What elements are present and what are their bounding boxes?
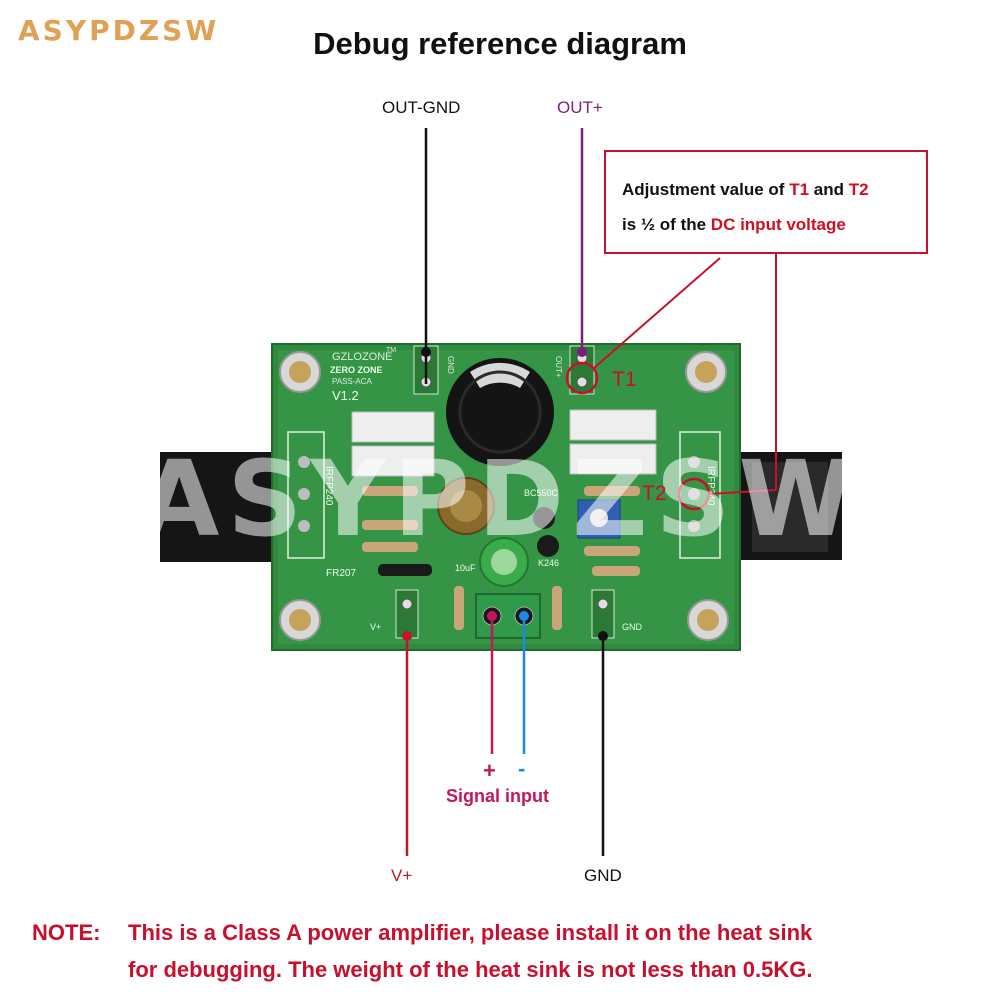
small-resistors xyxy=(362,486,640,630)
right-mosfet-case xyxy=(752,462,828,552)
v-plus-terminal-pad xyxy=(395,589,419,639)
label-out-plus: OUT+ xyxy=(557,98,603,117)
silk-gnd-bottom: GND xyxy=(622,622,643,632)
note-line-2: for debugging. The weight of the heat si… xyxy=(128,957,813,982)
diode xyxy=(378,564,432,576)
transistor1-label: BC550C xyxy=(524,488,559,498)
power-resistor-left-2 xyxy=(351,445,435,477)
transistor-1 xyxy=(533,507,555,529)
silk-out-top: OUT+ xyxy=(554,356,563,378)
left-mosfet-label: IRFP240 xyxy=(323,466,334,506)
dot-gnd xyxy=(598,631,608,641)
dot-signal-plus xyxy=(487,611,497,621)
transistor-2 xyxy=(537,535,559,557)
board-model: GZLOZONE xyxy=(332,351,393,363)
mount-hole-bottom-right xyxy=(687,599,729,641)
cap-label: 10uF xyxy=(455,563,476,573)
left-mosfet-body xyxy=(160,452,278,562)
signal-plus-symbol: + xyxy=(483,758,496,783)
board-brand-line: ZERO ZONE xyxy=(330,365,383,375)
adjustment-line-2: is ½ of the DC input voltage xyxy=(622,215,846,234)
left-mosfet-silk-frame xyxy=(287,431,325,559)
power-resistor-right-2 xyxy=(569,443,657,475)
note-line-1: NOTE:This is a Class A power amplifier, … xyxy=(32,920,813,945)
callout-line-t1 xyxy=(593,257,721,369)
brand-logo: ASYPDZSW xyxy=(18,14,220,47)
board-subtitle: PASS-ACA xyxy=(332,377,373,386)
dot-out-gnd xyxy=(421,347,431,357)
dot-vplus xyxy=(402,631,412,641)
silk-vplus: V+ xyxy=(370,622,381,632)
mount-hole-bottom-left xyxy=(279,599,321,641)
page-title: Debug reference diagram xyxy=(313,26,687,61)
label-v-plus: V+ xyxy=(391,866,413,885)
t1-marker-circle xyxy=(565,361,599,395)
board-tm: TM xyxy=(386,347,396,354)
power-resistor-right-1 xyxy=(569,409,657,441)
signal-input-label: Signal input xyxy=(446,786,549,806)
label-out-gnd: OUT-GND xyxy=(382,98,461,117)
dot-signal-minus xyxy=(519,611,529,621)
diode-label: FR207 xyxy=(326,568,356,579)
adjustment-line-1: Adjustment value of T1 and T2 xyxy=(622,180,869,199)
callout-line-t2-h xyxy=(708,489,777,495)
silk-gnd-top: GND xyxy=(446,356,455,374)
label-gnd: GND xyxy=(584,866,622,885)
mount-hole-top-right xyxy=(685,351,727,393)
mount-hole-top-left xyxy=(279,351,321,393)
power-resistor-left-1 xyxy=(351,411,435,443)
note-text: NOTE:This is a Class A power amplifier, … xyxy=(32,914,982,988)
right-mosfet-label: IRFP240 xyxy=(705,466,716,506)
gnd-terminal-pad xyxy=(591,589,615,639)
label-t1: T1 xyxy=(612,368,637,391)
label-t2: T2 xyxy=(642,482,667,505)
dot-out-plus xyxy=(577,347,587,357)
main-capacitor xyxy=(446,358,554,466)
adjustment-callout-box: Adjustment value of T1 and T2 is ½ of th… xyxy=(604,150,928,254)
board-version: V1.2 xyxy=(332,388,359,403)
transistor2-label: K246 xyxy=(538,558,559,568)
signal-minus-symbol: - xyxy=(518,756,526,781)
